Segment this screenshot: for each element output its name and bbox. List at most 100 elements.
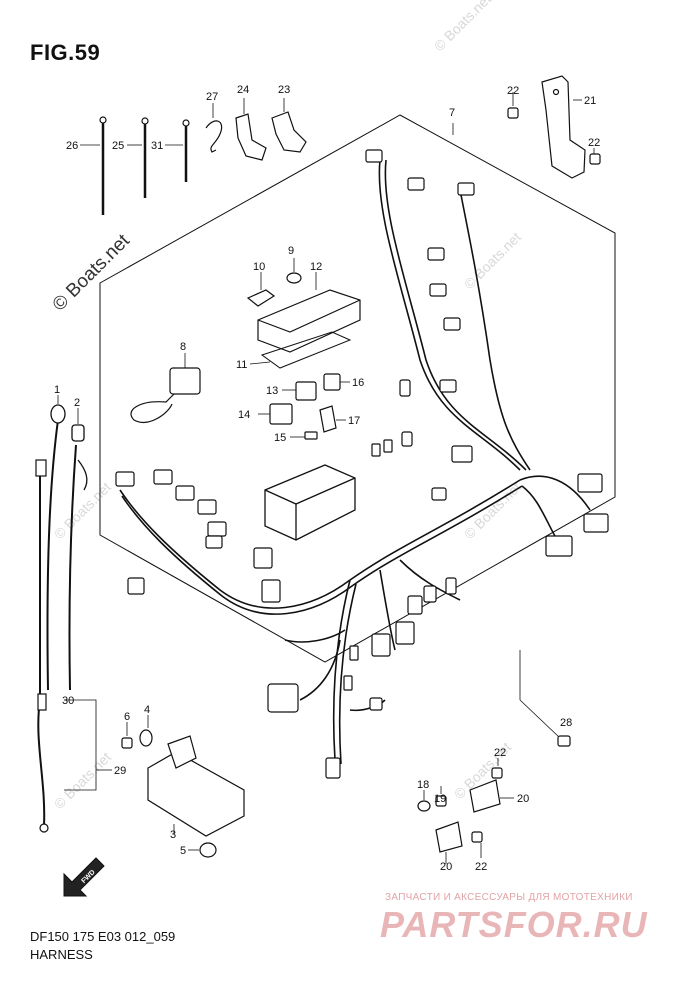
fuse-15 xyxy=(290,431,318,440)
label-30: 30 xyxy=(62,695,74,707)
connector-i xyxy=(401,431,413,447)
watermark-boats-2: © Boats.net xyxy=(461,229,524,292)
bolt-22-mid xyxy=(491,758,503,779)
watermark-boats-5: © Boats.net xyxy=(51,749,114,812)
bolt-6 xyxy=(121,722,133,749)
connector-c xyxy=(457,182,475,196)
bracket-20-upper xyxy=(469,779,514,813)
connector-t xyxy=(205,535,223,549)
connector-q xyxy=(175,485,195,501)
connector-f xyxy=(443,317,461,331)
label-29: 29 xyxy=(114,765,126,777)
main-junction-box xyxy=(264,464,356,541)
label-10: 10 xyxy=(253,261,265,273)
label-5: 5 xyxy=(180,845,186,857)
label-24: 24 xyxy=(237,84,249,96)
grommet-18 xyxy=(417,790,431,812)
watermark-boats-1: © Boats.net xyxy=(431,0,494,54)
label-8: 8 xyxy=(180,341,186,353)
connector-o xyxy=(115,471,135,487)
relay-13 xyxy=(282,381,317,401)
connector-p xyxy=(153,469,173,485)
watermark-ru-tagline: ЗАПЧАСТИ И АКСЕССУАРЫ ДЛЯ МОТОТЕХНИКИ xyxy=(385,892,633,903)
relay-box-cover-12 xyxy=(257,272,361,353)
connector-cc xyxy=(267,683,299,713)
connector-dd xyxy=(325,757,341,779)
watermark-boats-3: © Boats.net xyxy=(51,479,114,542)
label-1: 1 xyxy=(54,384,60,396)
figure-name: HARNESS xyxy=(30,947,93,962)
connector-j xyxy=(451,445,473,463)
connector-r xyxy=(197,499,217,515)
label-6: 6 xyxy=(124,711,130,723)
cable-tie-25 xyxy=(127,117,149,198)
label-23: 23 xyxy=(278,84,290,96)
connector-aa xyxy=(423,585,437,603)
cable-tie-31 xyxy=(165,119,190,182)
label-18: 18 xyxy=(417,779,429,791)
connector-x xyxy=(371,633,391,657)
fwd-arrow-icon: FWD xyxy=(63,857,105,897)
connector-gg xyxy=(349,645,359,661)
relay-16 xyxy=(323,373,350,391)
connector-ii xyxy=(383,439,393,453)
label-22-bottom: 22 xyxy=(475,861,487,873)
connector-v xyxy=(253,547,273,569)
battery-cable-1 xyxy=(46,395,66,691)
connector-ff xyxy=(343,675,353,691)
label-21: 21 xyxy=(584,95,596,107)
connector-n xyxy=(431,487,447,501)
connector-m xyxy=(545,535,573,557)
label-9: 9 xyxy=(288,245,294,257)
harness-frame xyxy=(99,114,616,663)
label-12: 12 xyxy=(310,261,322,273)
sensor-8 xyxy=(130,353,201,423)
connector-z xyxy=(407,595,423,615)
bolt-19 xyxy=(435,786,447,807)
label-13: 13 xyxy=(266,385,278,397)
connector-g xyxy=(439,379,457,393)
label-31: 31 xyxy=(151,140,163,152)
bracket-21 xyxy=(541,75,586,179)
connector-s xyxy=(207,521,227,537)
bolt-22-top xyxy=(507,92,519,119)
battery-cable-2 xyxy=(68,408,88,691)
label-14: 14 xyxy=(238,409,250,421)
figure-code: DF150 175 E03 012_059 xyxy=(30,929,176,944)
connector-d xyxy=(427,247,445,261)
fuse-17 xyxy=(319,405,346,433)
connector-y xyxy=(395,621,415,645)
washer-4 xyxy=(139,715,153,747)
connector-hh xyxy=(371,443,381,457)
connector-w xyxy=(261,579,281,603)
relay-14 xyxy=(258,403,293,425)
bolt-22-bottom xyxy=(471,831,483,858)
gasket-11 xyxy=(249,331,352,369)
grommet-5 xyxy=(188,842,217,858)
label-22-right: 22 xyxy=(588,137,600,149)
label-27: 27 xyxy=(206,91,218,103)
label-28: 28 xyxy=(560,717,572,729)
label-15: 15 xyxy=(274,432,286,444)
connector-l xyxy=(583,513,609,533)
figure-title: FIG.59 xyxy=(30,40,101,65)
label-25: 25 xyxy=(112,140,124,152)
cable-tie-26 xyxy=(80,116,107,215)
label-22-top: 22 xyxy=(507,85,519,97)
label-11: 11 xyxy=(236,359,247,371)
bolt-28 xyxy=(519,650,571,747)
clamp-23 xyxy=(271,98,307,153)
clamp-27 xyxy=(205,103,223,153)
connector-k xyxy=(577,473,603,493)
bracket-20-lower xyxy=(435,821,463,864)
label-4: 4 xyxy=(144,704,150,716)
label-20-upper: 20 xyxy=(517,793,529,805)
label-7: 7 xyxy=(449,107,455,119)
label-16: 16 xyxy=(352,377,364,389)
part-labels: 7 26 25 31 27 24 23 22 21 22 9 10 12 11 … xyxy=(54,84,600,873)
label-3: 3 xyxy=(170,829,176,841)
watermark-boats-main: © Boats.net xyxy=(49,230,135,316)
watermark-ru-brand: PARTSFOR.RU xyxy=(380,904,648,945)
connector-bb xyxy=(445,577,457,595)
